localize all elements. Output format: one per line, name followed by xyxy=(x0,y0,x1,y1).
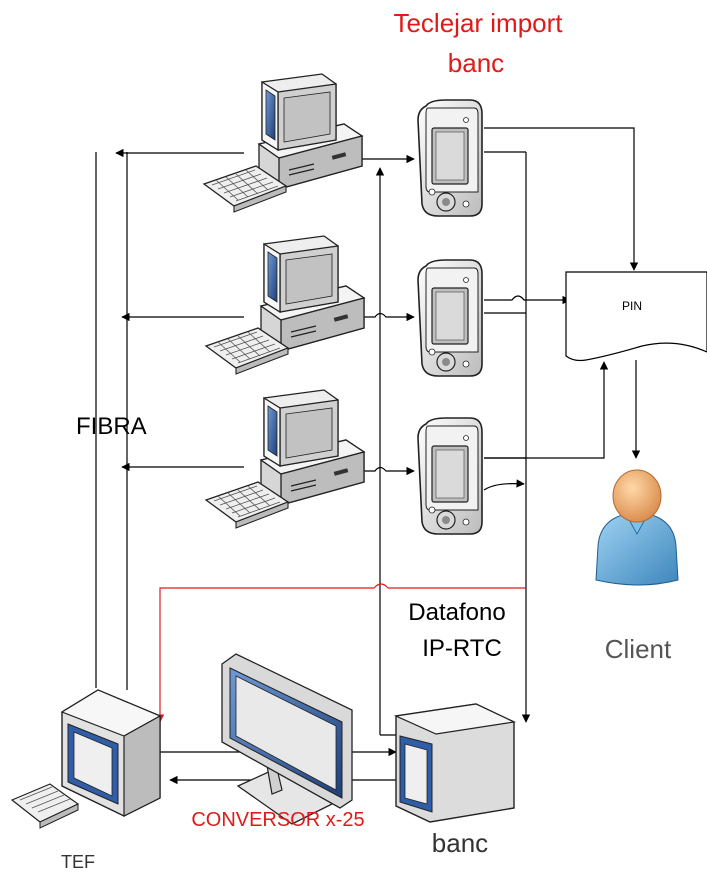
datafono-label-line1: Datafono xyxy=(408,599,505,626)
teclejar-label-line2: banc xyxy=(448,48,504,78)
fibra-label: FIBRA xyxy=(76,413,147,440)
document-icon: PIN xyxy=(565,271,707,362)
pin-label: PIN xyxy=(622,299,642,313)
crt-monitor-icon xyxy=(393,703,517,823)
workstation-icon xyxy=(205,235,365,375)
pos-terminal-icon xyxy=(417,259,483,377)
connection-lines xyxy=(95,127,641,785)
pos-terminal-icon xyxy=(417,99,483,217)
teclejar-label-line1: Teclejar import xyxy=(393,8,563,38)
workstation-icon xyxy=(203,73,363,213)
workstation-icon xyxy=(205,389,365,529)
client-label: Client xyxy=(605,634,672,664)
pos-terminal-icon xyxy=(417,417,483,535)
monitor-icon xyxy=(221,653,353,825)
datafono-label-line2: IP-RTC xyxy=(422,635,502,662)
banc-label: banc xyxy=(432,828,488,858)
tef-computer-icon xyxy=(10,689,162,829)
tef-label: TEF xyxy=(61,852,95,872)
person-icon xyxy=(595,469,679,586)
conversor-label: CONVERSOR x-25 xyxy=(191,809,364,831)
